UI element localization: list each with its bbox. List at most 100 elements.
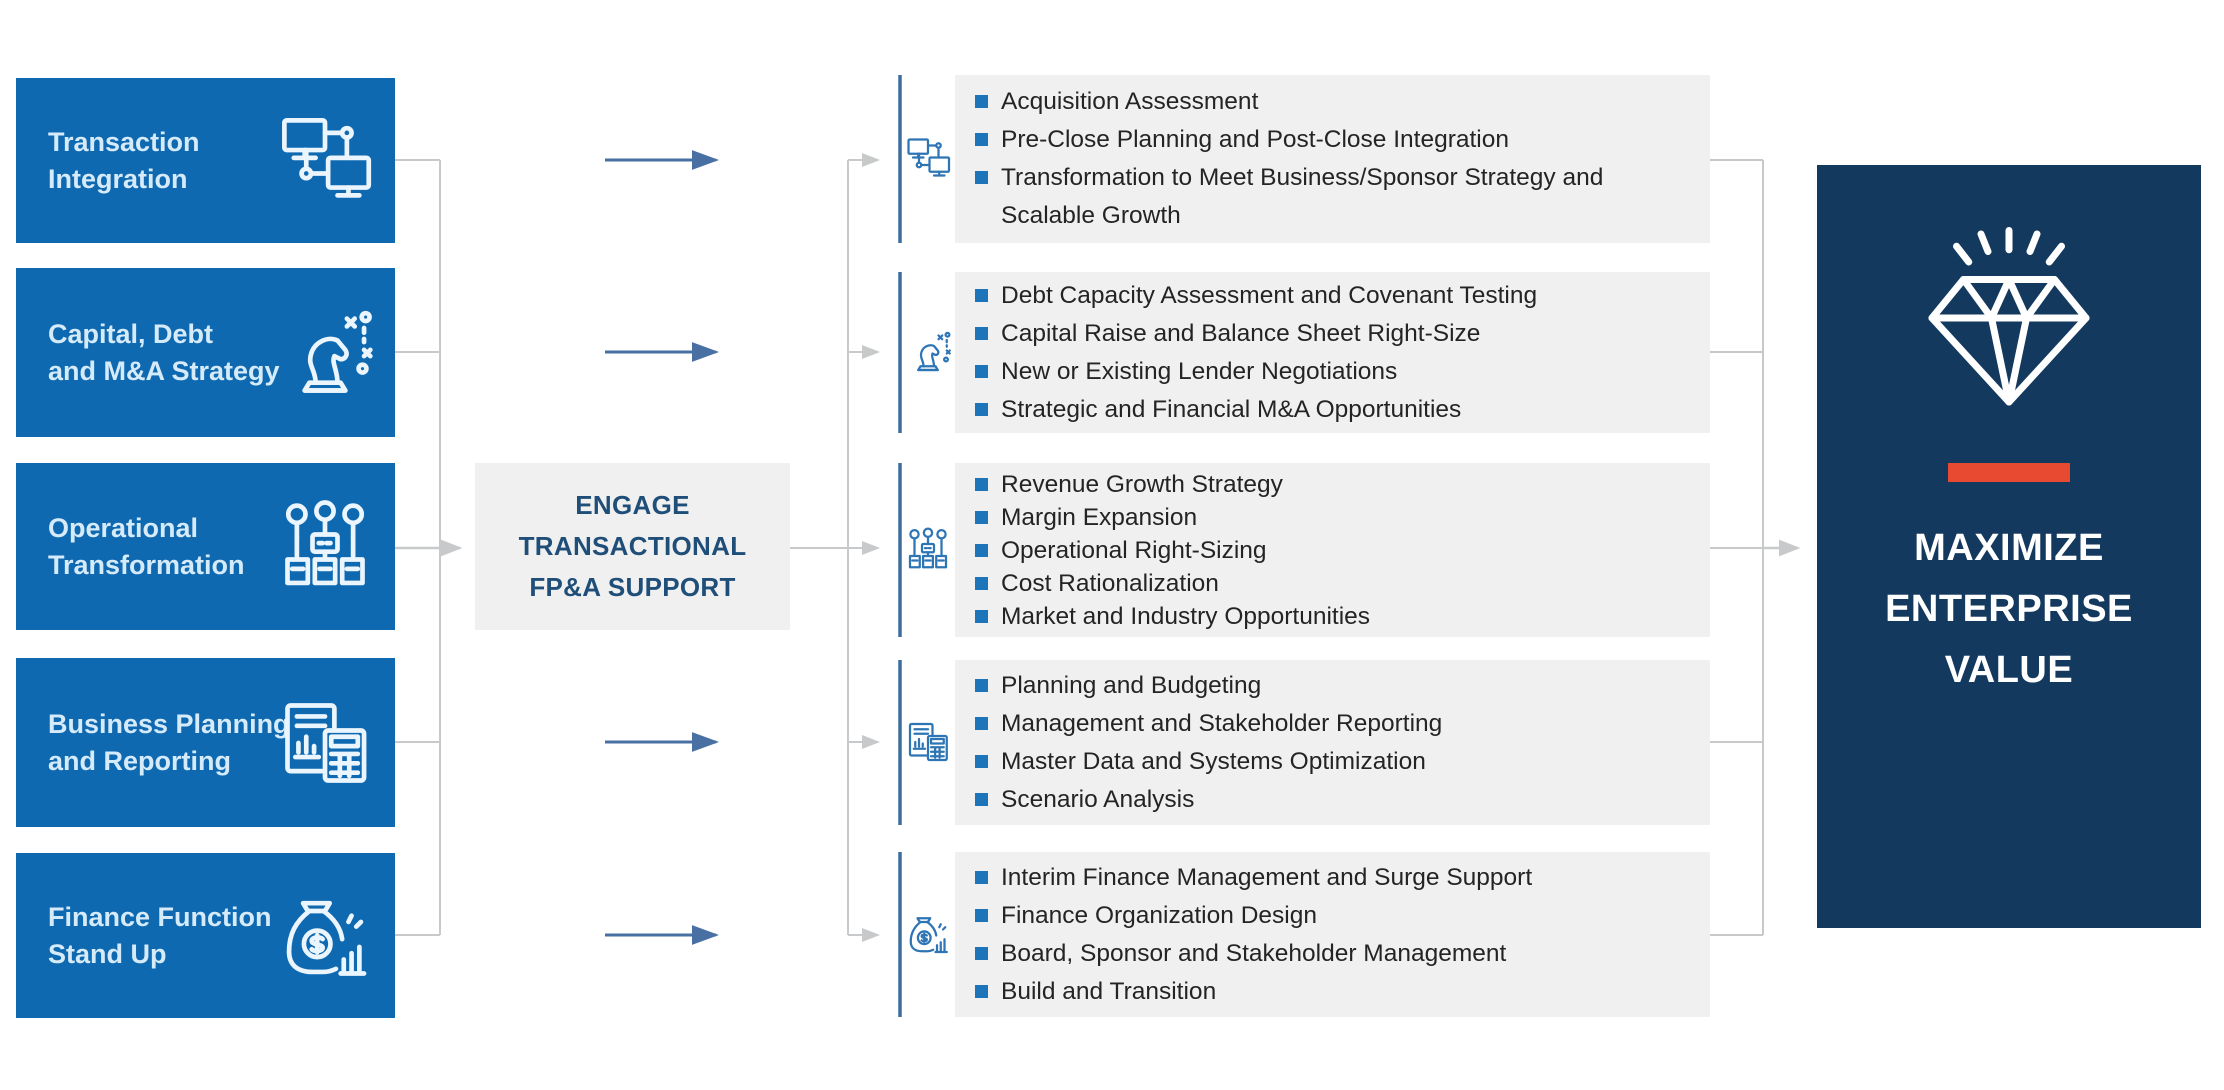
bullet-item: Transformation to Meet Business/Sponsor … bbox=[975, 159, 1680, 235]
bullet-item: Management and Stakeholder Reporting bbox=[975, 705, 1680, 743]
bullet-text: Strategic and Financial M&A Opportunitie… bbox=[1001, 395, 1462, 423]
network-computers-icon bbox=[275, 111, 375, 211]
diamond-icon bbox=[1903, 227, 2115, 423]
bullet-square-icon bbox=[975, 133, 988, 146]
bullet-text: Planning and Budgeting bbox=[1001, 671, 1262, 699]
money-bag-icon bbox=[275, 886, 375, 986]
org-chart-icon bbox=[275, 497, 375, 597]
bullet-square-icon bbox=[975, 364, 988, 378]
bullet-item: Margin Expansion bbox=[975, 501, 1680, 534]
bullet-square-icon bbox=[975, 510, 988, 524]
bullet-item: Scenario Analysis bbox=[975, 781, 1680, 819]
capability-box-operational-transformation: Operational Transformation bbox=[16, 463, 395, 630]
bullet-square-icon bbox=[975, 171, 988, 184]
right-bracket bbox=[1710, 159, 1801, 936]
bullet-text: Cost Rationalization bbox=[1001, 569, 1219, 597]
engage-fanout-bracket bbox=[790, 153, 880, 942]
bullet-item: Market and Industry Opportunities bbox=[975, 600, 1680, 633]
bullet-square-icon bbox=[975, 678, 988, 692]
bullet-text: Capital Raise and Balance Sheet Right-Si… bbox=[1001, 319, 1481, 347]
bullet-item: Capital Raise and Balance Sheet Right-Si… bbox=[975, 315, 1680, 353]
bullet-item: Cost Rationalization bbox=[975, 567, 1680, 600]
money-bag-icon bbox=[904, 910, 952, 958]
bullet-square-icon bbox=[975, 576, 988, 590]
bullet-item: Pre-Close Planning and Post-Close Integr… bbox=[975, 121, 1680, 159]
bullet-list: Interim Finance Management and Surge Sup… bbox=[955, 852, 1710, 1017]
chess-knight-icon bbox=[275, 303, 375, 403]
report-calculator-icon bbox=[275, 693, 375, 793]
bullet-square-icon bbox=[975, 543, 988, 557]
bullet-item: Acquisition Assessment bbox=[975, 83, 1680, 121]
bullet-item: Finance Organization Design bbox=[975, 897, 1680, 935]
bullet-square-icon bbox=[975, 95, 988, 108]
report-calculator-icon bbox=[904, 718, 952, 766]
bullet-text: Board, Sponsor and Stakeholder Managemen… bbox=[1001, 939, 1507, 967]
bullet-item: Board, Sponsor and Stakeholder Managemen… bbox=[975, 935, 1680, 973]
bullet-text: Margin Expansion bbox=[1001, 503, 1198, 531]
bullet-square-icon bbox=[975, 754, 988, 768]
bullet-text: Debt Capacity Assessment and Covenant Te… bbox=[1001, 281, 1538, 309]
service-list-finance-function-stand-up: Interim Finance Management and Surge Sup… bbox=[955, 852, 1710, 1017]
bullet-item: Build and Transition bbox=[975, 973, 1680, 1011]
bullet-item: New or Existing Lender Negotiations bbox=[975, 353, 1680, 391]
bullet-item: Strategic and Financial M&A Opportunitie… bbox=[975, 391, 1680, 429]
outcome-label: MAXIMIZE ENTERPRISE VALUE bbox=[1885, 527, 2133, 691]
service-list-capital-debt-ma-strategy: Debt Capacity Assessment and Covenant Te… bbox=[955, 272, 1710, 433]
bullet-text: New or Existing Lender Negotiations bbox=[1001, 357, 1398, 385]
capability-box-transaction-integration: Transaction Integration bbox=[16, 78, 395, 243]
capability-box-business-planning-reporting: Business Planning and Reporting bbox=[16, 658, 395, 827]
capability-label: Transaction Integration bbox=[48, 126, 200, 194]
bullet-text: Pre-Close Planning and Post-Close Integr… bbox=[1001, 126, 1509, 153]
capability-box-capital-debt-ma-strategy: Capital, Debt and M&A Strategy bbox=[16, 268, 395, 437]
bullet-square-icon bbox=[975, 870, 988, 884]
bullet-item: Operational Right-Sizing bbox=[975, 534, 1680, 567]
bullet-square-icon bbox=[975, 792, 988, 806]
capability-label: Capital, Debt and M&A Strategy bbox=[48, 318, 280, 386]
bullet-item: Master Data and Systems Optimization bbox=[975, 743, 1680, 781]
capability-label: Finance Function Stand Up bbox=[48, 901, 272, 969]
bullet-text: Acquisition Assessment bbox=[1001, 88, 1259, 115]
maximize-enterprise-value-box: MAXIMIZE ENTERPRISE VALUE bbox=[1817, 165, 2201, 928]
bullet-text: Scenario Analysis bbox=[1001, 785, 1195, 813]
bullet-square-icon bbox=[975, 716, 988, 730]
capability-label: Business Planning and Reporting bbox=[48, 708, 290, 776]
bullet-square-icon bbox=[975, 477, 988, 491]
chess-knight-icon bbox=[904, 328, 952, 376]
bullet-text: Interim Finance Management and Surge Sup… bbox=[1001, 863, 1533, 891]
engage-label: ENGAGE TRANSACTIONAL FP&A SUPPORT bbox=[518, 490, 747, 602]
bullet-list: Debt Capacity Assessment and Covenant Te… bbox=[955, 272, 1710, 433]
red-accent-bar bbox=[1948, 463, 2070, 482]
direct-blue-arrows bbox=[605, 150, 719, 945]
engage-fpa-support-box: ENGAGE TRANSACTIONAL FP&A SUPPORT bbox=[475, 463, 790, 630]
capability-label: Operational Transformation bbox=[48, 512, 245, 580]
bullet-square-icon bbox=[975, 288, 988, 302]
left-bracket bbox=[395, 159, 463, 936]
bullet-square-icon bbox=[975, 908, 988, 922]
bullet-square-icon bbox=[975, 984, 988, 998]
network-computers-icon bbox=[904, 135, 952, 183]
bullet-item: Debt Capacity Assessment and Covenant Te… bbox=[975, 277, 1680, 315]
bullet-text: Revenue Growth Strategy bbox=[1001, 470, 1283, 498]
bullet-square-icon bbox=[975, 402, 988, 416]
org-chart-icon bbox=[904, 526, 952, 574]
bullet-square-icon bbox=[975, 326, 988, 340]
bullet-text: Transformation to Meet Business/Sponsor … bbox=[1001, 164, 1604, 229]
bullet-text: Management and Stakeholder Reporting bbox=[1001, 709, 1443, 737]
bullet-item: Revenue Growth Strategy bbox=[975, 468, 1680, 501]
bullet-square-icon bbox=[975, 946, 988, 960]
bullet-item: Interim Finance Management and Surge Sup… bbox=[975, 859, 1680, 897]
bullet-square-icon bbox=[975, 609, 988, 623]
bullet-text: Market and Industry Opportunities bbox=[1001, 602, 1371, 630]
capability-box-finance-function-stand-up: Finance Function Stand Up bbox=[16, 853, 395, 1018]
bullet-text: Build and Transition bbox=[1001, 977, 1217, 1005]
bullet-text: Master Data and Systems Optimization bbox=[1001, 747, 1426, 775]
bullet-item: Planning and Budgeting bbox=[975, 667, 1680, 705]
bullet-text: Operational Right-Sizing bbox=[1001, 536, 1267, 564]
bullet-text: Finance Organization Design bbox=[1001, 901, 1317, 929]
